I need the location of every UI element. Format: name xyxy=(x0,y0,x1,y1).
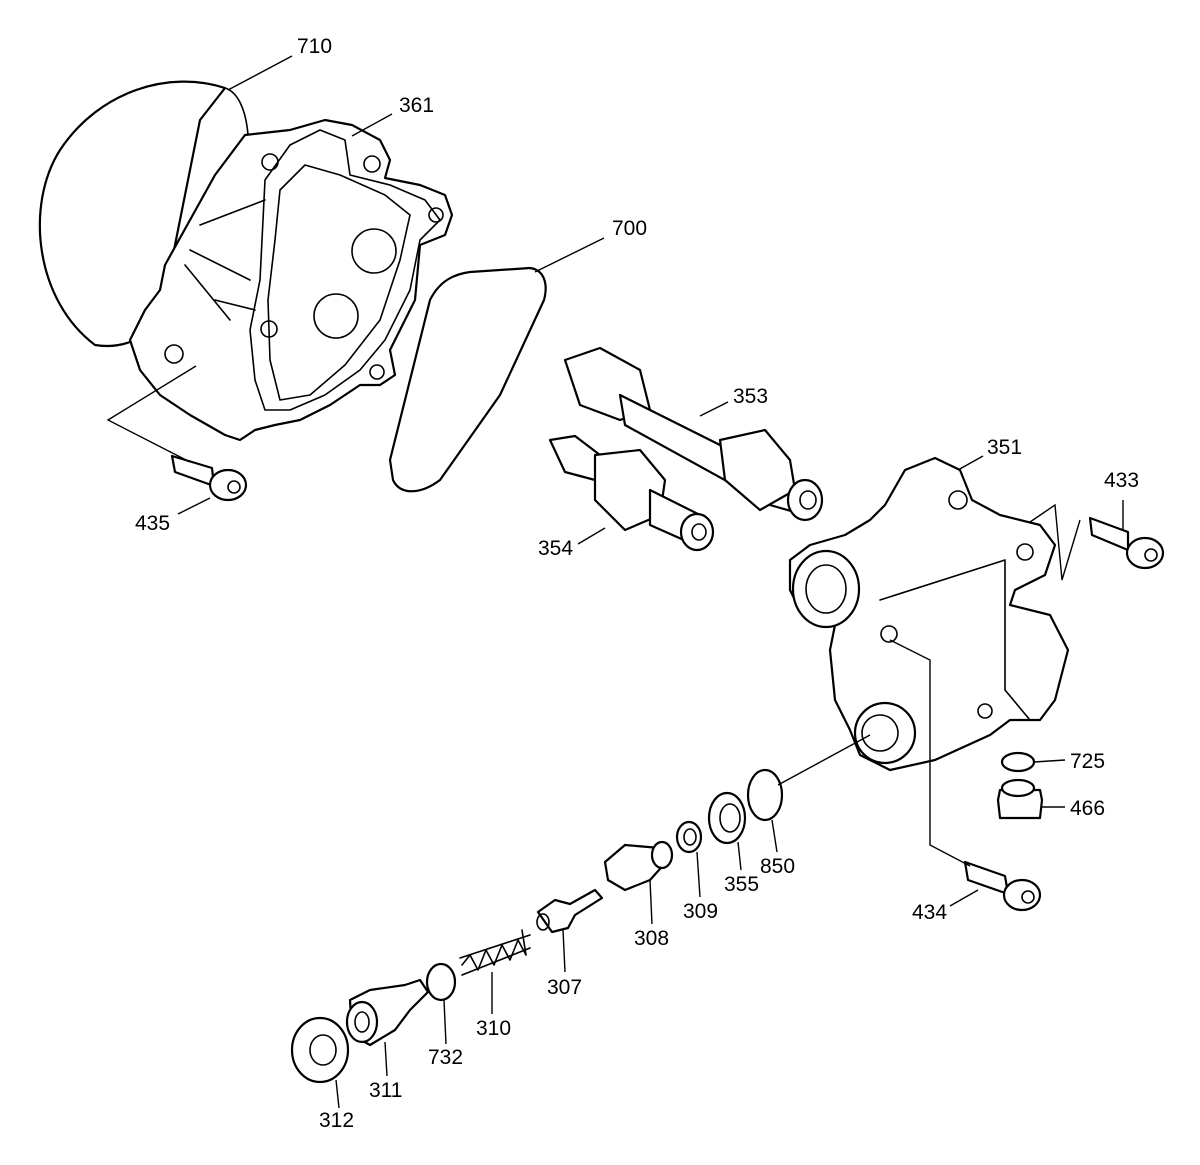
part-435-bolt xyxy=(170,454,248,502)
part-312-cap xyxy=(290,1016,350,1084)
label-434: 434 xyxy=(912,901,947,924)
leader-710 xyxy=(227,55,293,91)
part-353-gear-shaft xyxy=(563,346,824,522)
label-850: 850 xyxy=(760,855,795,878)
label-710: 710 xyxy=(297,35,332,58)
label-307: 307 xyxy=(547,976,582,999)
leader-353 xyxy=(699,401,729,417)
label-433: 433 xyxy=(1104,469,1139,492)
leader-435 xyxy=(106,365,197,463)
leader-312 xyxy=(335,1079,340,1109)
part-311-plug xyxy=(345,978,430,1047)
label-732: 732 xyxy=(428,1046,463,1069)
leader-435-label xyxy=(177,497,211,515)
part-307-poppet xyxy=(536,888,604,934)
part-433-bolt xyxy=(1088,516,1165,570)
leader-434-label xyxy=(949,889,979,907)
part-700-seal xyxy=(388,266,547,493)
part-labels: 710 361 700 435 353 354 351 433 725 466 … xyxy=(135,35,1139,1132)
leader-725 xyxy=(1033,759,1066,763)
part-355-filter xyxy=(707,791,747,845)
part-725-o-ring xyxy=(1000,751,1036,773)
leader-311 xyxy=(384,1041,388,1077)
leader-307 xyxy=(562,929,566,973)
leader-308 xyxy=(649,879,653,925)
label-353: 353 xyxy=(733,385,768,408)
label-361: 361 xyxy=(399,94,434,117)
part-434-bolt xyxy=(963,860,1042,912)
part-466-plug xyxy=(996,778,1044,820)
label-354: 354 xyxy=(538,537,573,560)
part-732-o-ring xyxy=(425,962,457,1002)
leader-lines xyxy=(106,55,1124,1109)
leader-732 xyxy=(443,999,447,1045)
label-309: 309 xyxy=(683,900,718,923)
part-354-gear-shaft xyxy=(548,434,715,552)
leader-434 xyxy=(889,639,971,867)
label-311: 311 xyxy=(369,1079,402,1102)
part-308-valve-seat xyxy=(603,840,674,892)
part-850-snap-ring xyxy=(746,768,784,822)
part-351-housing xyxy=(788,456,1070,772)
label-355: 355 xyxy=(724,873,759,896)
part-309-washer xyxy=(675,820,703,854)
leader-850-housing xyxy=(777,734,871,786)
label-308: 308 xyxy=(634,927,669,950)
part-310-spring xyxy=(459,929,531,976)
leader-351 xyxy=(957,455,984,471)
leader-850 xyxy=(771,819,778,853)
label-312: 312 xyxy=(319,1109,354,1132)
part-361-cover xyxy=(128,118,454,442)
leader-361 xyxy=(351,113,393,137)
leader-433 xyxy=(1029,503,1081,581)
leader-700 xyxy=(534,237,605,273)
label-435: 435 xyxy=(135,512,170,535)
leader-355 xyxy=(737,841,742,871)
label-310: 310 xyxy=(476,1017,511,1040)
label-700: 700 xyxy=(612,217,647,240)
label-725: 725 xyxy=(1070,750,1105,773)
label-351: 351 xyxy=(987,436,1022,459)
leader-354 xyxy=(577,527,606,545)
leader-309 xyxy=(696,851,701,898)
label-466: 466 xyxy=(1070,797,1105,820)
